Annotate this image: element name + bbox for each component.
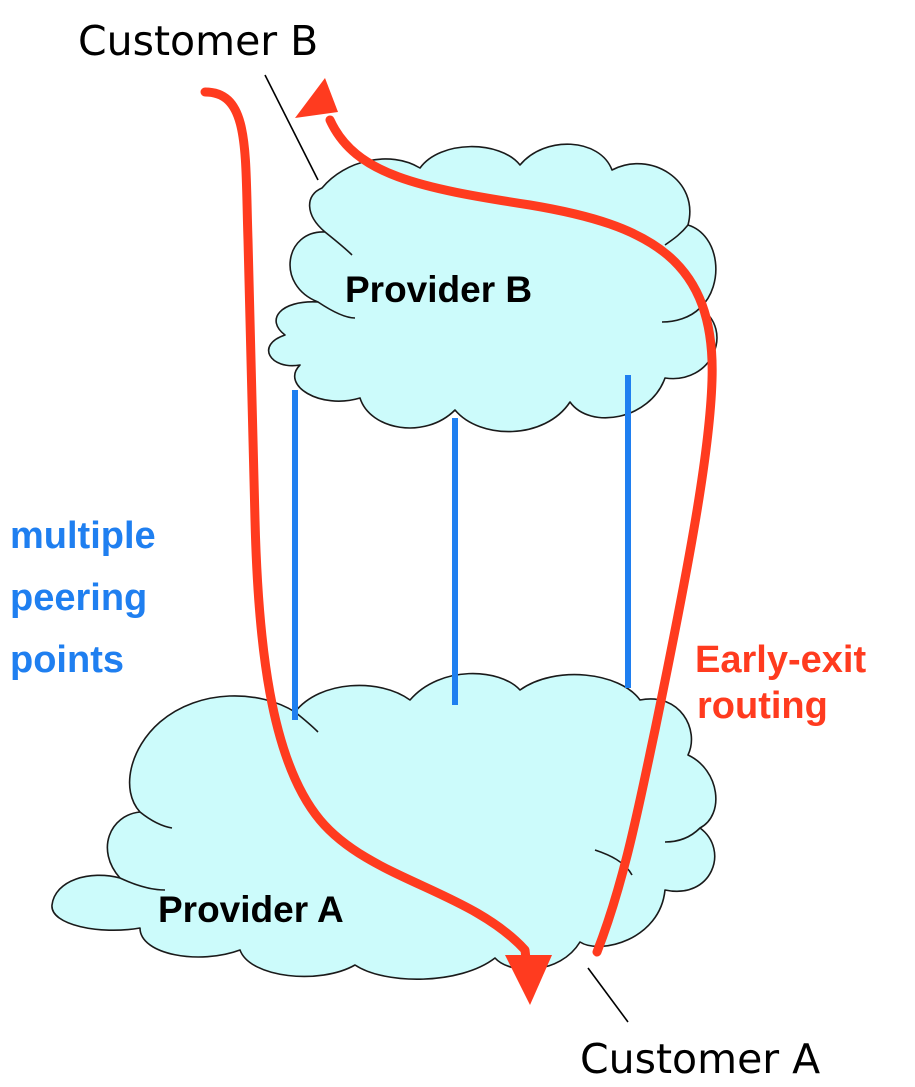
- early-exit-label-line2: routing: [697, 685, 828, 727]
- route-b-to-a-arrowhead: [505, 955, 552, 1005]
- route-a-to-b-arrowhead: [295, 78, 338, 118]
- customer-a-leader: [587, 967, 629, 1023]
- provider-b-cloud: [267, 143, 718, 433]
- peering-label-line3: points: [10, 639, 124, 681]
- route-b-to-a: [200, 87, 532, 973]
- route-a-to-b: [325, 115, 717, 957]
- provider-a-cloud: [51, 672, 717, 981]
- early-exit-label-line1: Early-exit: [695, 639, 866, 681]
- customer-a-label: Customer A: [580, 1035, 820, 1083]
- provider-a-label: Provider A: [158, 889, 344, 930]
- customer-b-label: Customer B: [78, 17, 318, 65]
- provider-b-label: Provider B: [345, 269, 532, 310]
- customer-b-leader: [264, 74, 319, 181]
- peering-label-line2: peering: [10, 577, 147, 619]
- peering-label-line1: multiple: [10, 515, 156, 557]
